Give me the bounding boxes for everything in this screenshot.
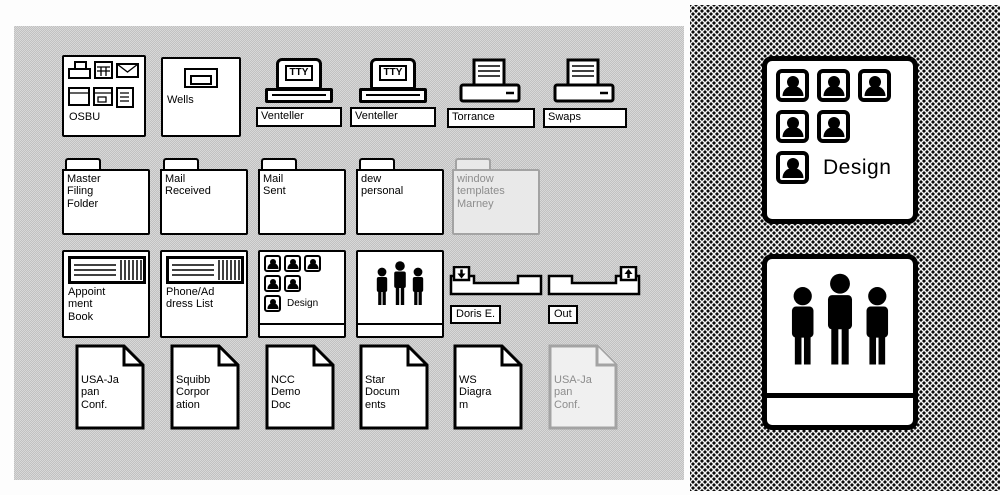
folder-body: Mail Sent [258, 169, 346, 235]
icon-label: Appoint ment Book [68, 286, 106, 323]
icon-label: Wells [167, 94, 194, 106]
icon-label: USA-Ja pan Conf. [554, 374, 592, 411]
icon-label: Phone/Ad dress List [166, 286, 215, 311]
folder-tab [359, 158, 395, 169]
portrait-icon [858, 69, 891, 102]
icon-label: Design [287, 298, 319, 309]
icon-label: Master Filing Folder [67, 173, 101, 210]
icon-label: NCC Demo Doc [271, 374, 301, 411]
document-icon-usa-japan-conf[interactable]: USA-Ja pan Conf. [75, 344, 145, 430]
folder-icon-mail-sent[interactable]: Mail Sent [258, 158, 346, 235]
portrait-icon [264, 275, 281, 292]
icon-label: Mail Received [165, 173, 211, 198]
drawer-front [260, 323, 344, 336]
icon-label: Doris E. [450, 305, 502, 324]
icon-label: Out [548, 305, 578, 324]
document-outline [359, 344, 429, 430]
people-icon-large [791, 273, 889, 365]
ledger-icon [68, 256, 146, 284]
document-outline [75, 344, 145, 430]
desktop-icon-swaps[interactable]: Swaps [543, 58, 627, 128]
folder-icon-mail-received[interactable]: Mail Received [160, 158, 248, 235]
folder-body: Master Filing Folder [62, 169, 150, 235]
terminal-keyboard-icon [359, 88, 427, 103]
printer-icon [553, 58, 615, 103]
drawer-front [767, 393, 913, 425]
icon-label: Star Docum ents [365, 374, 400, 411]
icon-label: Venteller [256, 107, 342, 127]
document-outline [548, 344, 618, 430]
folder-tab [65, 158, 101, 169]
icon-label: Mail Sent [263, 173, 286, 198]
magnified-people-drawer-icon[interactable] [762, 254, 918, 430]
folder-body: dew personal [356, 169, 444, 235]
ledger-icon [166, 256, 244, 284]
document-icon-usa-japan-conf-ghost[interactable]: USA-Ja pan Conf. [548, 344, 618, 430]
portrait-icon [776, 69, 809, 102]
icon-label: Squibb Corpor ation [176, 374, 211, 411]
icon-label: USA-Ja pan Conf. [81, 374, 119, 411]
document-icon-squibb-corporation[interactable]: Squibb Corpor ation [170, 344, 240, 430]
icon-label: WS Diagra m [459, 374, 492, 411]
in-tray-icon-doris[interactable]: Doris E. [448, 265, 546, 324]
folder-icon-dew-personal[interactable]: dew personal [356, 158, 444, 235]
appointment-book-icon[interactable]: Appoint ment Book [62, 250, 150, 338]
folder-body: window templates Marney [452, 169, 540, 235]
terminal-monitor-icon: TTY [276, 58, 322, 90]
desktop-icon-torrance[interactable]: Torrance [447, 58, 535, 128]
portrait-icon [817, 69, 850, 102]
portrait-icon [264, 295, 281, 312]
icon-label: Swaps [543, 108, 627, 128]
portrait-icon [776, 110, 809, 143]
icon-label: Design [823, 155, 892, 179]
folder-tab [455, 158, 491, 169]
people-icon [376, 261, 424, 305]
printer-icon [459, 58, 521, 103]
devices-cluster-icon [68, 61, 139, 108]
icon-label: window templates Marney [457, 173, 505, 210]
document-icon-star-documents[interactable]: Star Docum ents [359, 344, 429, 430]
in-tray-graphic [449, 265, 543, 296]
document-outline [170, 344, 240, 430]
terminal-monitor-icon: TTY [370, 58, 416, 90]
desktop-icon-venteller-1[interactable]: TTY Venteller [256, 58, 342, 127]
desktop-icon-wells[interactable]: Wells [161, 57, 241, 137]
portrait-icon [284, 255, 301, 272]
folder-tab [163, 158, 199, 169]
terminal-keyboard-icon [265, 88, 333, 103]
portrait-icon [304, 255, 321, 272]
document-icon-ws-diagram[interactable]: WS Diagra m [453, 344, 523, 430]
icon-label: dew personal [361, 173, 404, 198]
phone-address-list-icon[interactable]: Phone/Ad dress List [160, 250, 248, 338]
folder-icon-master-filing[interactable]: Master Filing Folder [62, 158, 150, 235]
tray-slot-icon [184, 68, 218, 88]
people-drawer-icon[interactable] [356, 250, 444, 338]
document-icon-ncc-demo-doc[interactable]: NCC Demo Doc [265, 344, 335, 430]
document-outline [265, 344, 335, 430]
icon-label: OSBU [69, 111, 101, 123]
icon-label: Torrance [447, 108, 535, 128]
out-tray-graphic [547, 265, 641, 296]
portrait-icon [817, 110, 850, 143]
drawer-front [358, 323, 442, 336]
document-outline [453, 344, 523, 430]
folder-tab [261, 158, 297, 169]
folder-icon-window-templates-ghost[interactable]: window templates Marney [452, 158, 540, 235]
tty-screen-text: TTY [378, 65, 408, 81]
design-drawer-icon[interactable]: Design [258, 250, 346, 338]
tty-screen-text: TTY [284, 65, 314, 81]
portrait-icon [776, 151, 809, 184]
magnified-design-drawer-icon[interactable]: Design [762, 56, 918, 224]
portrait-icon [284, 275, 301, 292]
folder-body: Mail Received [160, 169, 248, 235]
icon-label: Venteller [350, 107, 436, 127]
desktop-icon-venteller-2[interactable]: TTY Venteller [350, 58, 436, 127]
out-tray-icon[interactable]: Out [546, 265, 644, 324]
portrait-icon [264, 255, 281, 272]
desktop-icon-osbu[interactable]: OSBU [62, 55, 146, 137]
